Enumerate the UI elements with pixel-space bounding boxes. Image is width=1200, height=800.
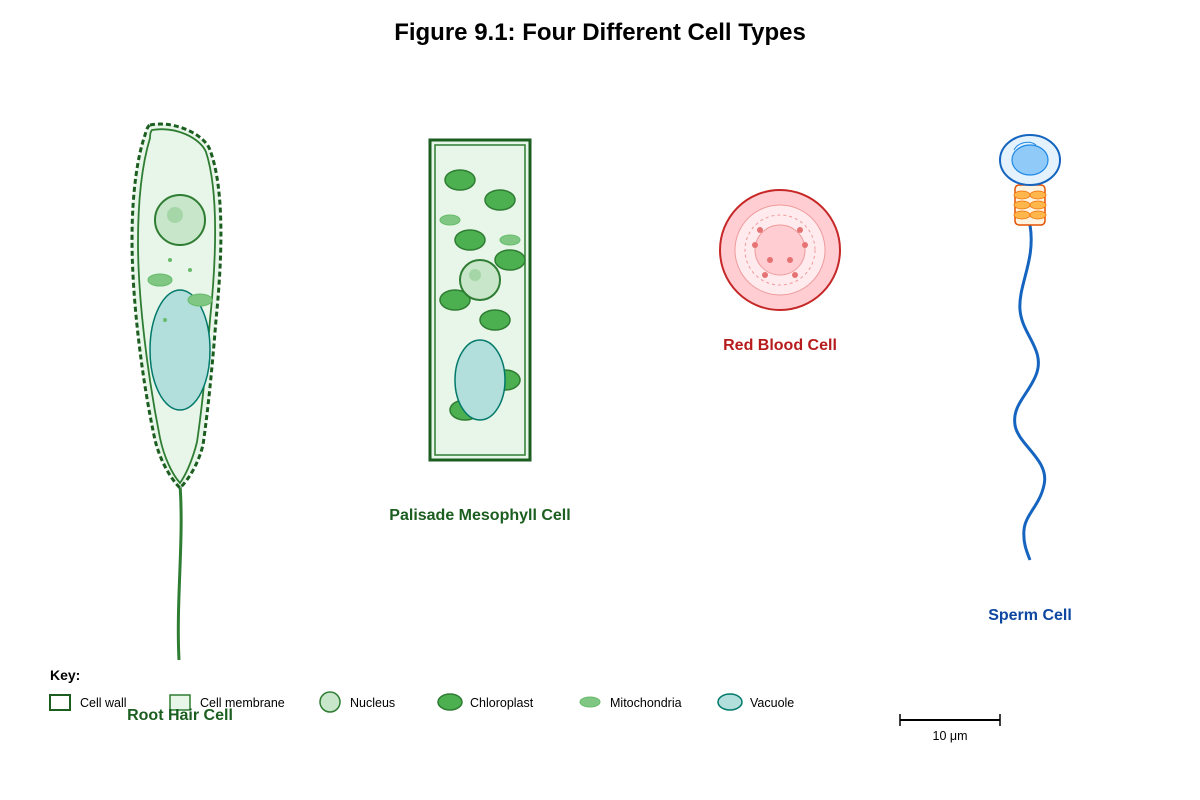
red-blood-cell-label: Red Blood Cell [723,337,837,354]
red-blood-cell [719,189,841,311]
figure-title: Figure 9.1: Four Different Cell Types [394,19,806,46]
sperm-mitochondrion [1013,190,1031,200]
key-cell-membrane-swatch [169,694,191,711]
rbc-hemoglobin [767,257,773,263]
root-hair-vacuole [149,289,211,411]
key-nucleus-label: Nucleus [350,696,395,710]
root-hair-ribosome [188,268,192,272]
root-hair-nucleolus [167,207,183,223]
palisade-cell-membrane [434,144,526,456]
key-mitochondria-swatch [579,696,601,708]
key-title: Key: [50,667,80,683]
key-chloroplast-label: Chloroplast [470,696,534,710]
sperm-mitochondrion [1029,200,1047,210]
palisade-mitochondrion [439,214,461,226]
sperm-mitochondrion [1029,210,1047,220]
sperm-mitochondrion [1013,200,1031,210]
rbc-biconcave-edge [744,214,816,286]
scale-bar: 10 μm [899,714,1001,743]
sperm-mitochondrion [1013,210,1031,220]
key-legend: Key: Cell wall Cell membrane Nucleus Chl… [49,667,794,713]
key-mitochondria-label: Mitochondria [610,696,682,710]
palisade-nucleus [459,259,501,301]
rbc-hemoglobin [792,272,798,278]
rbc-hemoglobin [752,242,758,248]
key-cell-wall-label: Cell wall [80,696,127,710]
scale-bar-label: 10 μm [933,729,968,743]
key-chloroplast-swatch [437,693,463,711]
palisade-chloroplast [479,309,511,331]
root-hair-mitochondrion [147,273,173,287]
rbc-hemoglobin [762,272,768,278]
palisade-mitochondrion [499,234,521,246]
palisade-nucleolus [469,269,481,281]
palisade-chloroplast [444,169,476,191]
root-hair-cell [130,122,223,661]
rbc-hemoglobin [757,227,763,233]
sperm-mitochondrion [1029,190,1047,200]
palisade-mesophyll-cell [428,138,532,462]
sperm-cell [999,134,1061,561]
rbc-center [754,224,806,276]
sperm-flagellum [1013,224,1047,561]
key-cell-wall-swatch [49,694,71,711]
key-nucleus-swatch [319,691,341,713]
root-hair-ribosome [168,258,172,262]
key-vacuole-label: Vacuole [750,696,794,710]
rbc-hemoglobin [797,227,803,233]
palisade-chloroplast [454,229,486,251]
rbc-hemoglobin [787,257,793,263]
root-hair-ribosome [163,318,167,322]
palisade-chloroplast [484,189,516,211]
rbc-hemoglobin [802,242,808,248]
root-hair-label: Root Hair Cell [127,707,233,724]
palisade-vacuole [454,339,506,421]
palisade-label: Palisade Mesophyll Cell [389,507,570,524]
sperm-nucleus [1011,144,1049,176]
root-hair-cell-membrane [137,128,217,485]
palisade-chloroplast [494,249,526,271]
root-hair-mitochondrion [187,293,213,307]
key-cell-membrane-label: Cell membrane [200,696,285,710]
palisade-chloroplast [439,289,471,311]
root-hair-extension [176,484,183,661]
sperm-label: Sperm Cell [988,607,1072,624]
key-vacuole-swatch [717,693,743,711]
sperm-acrosome [1013,141,1037,151]
